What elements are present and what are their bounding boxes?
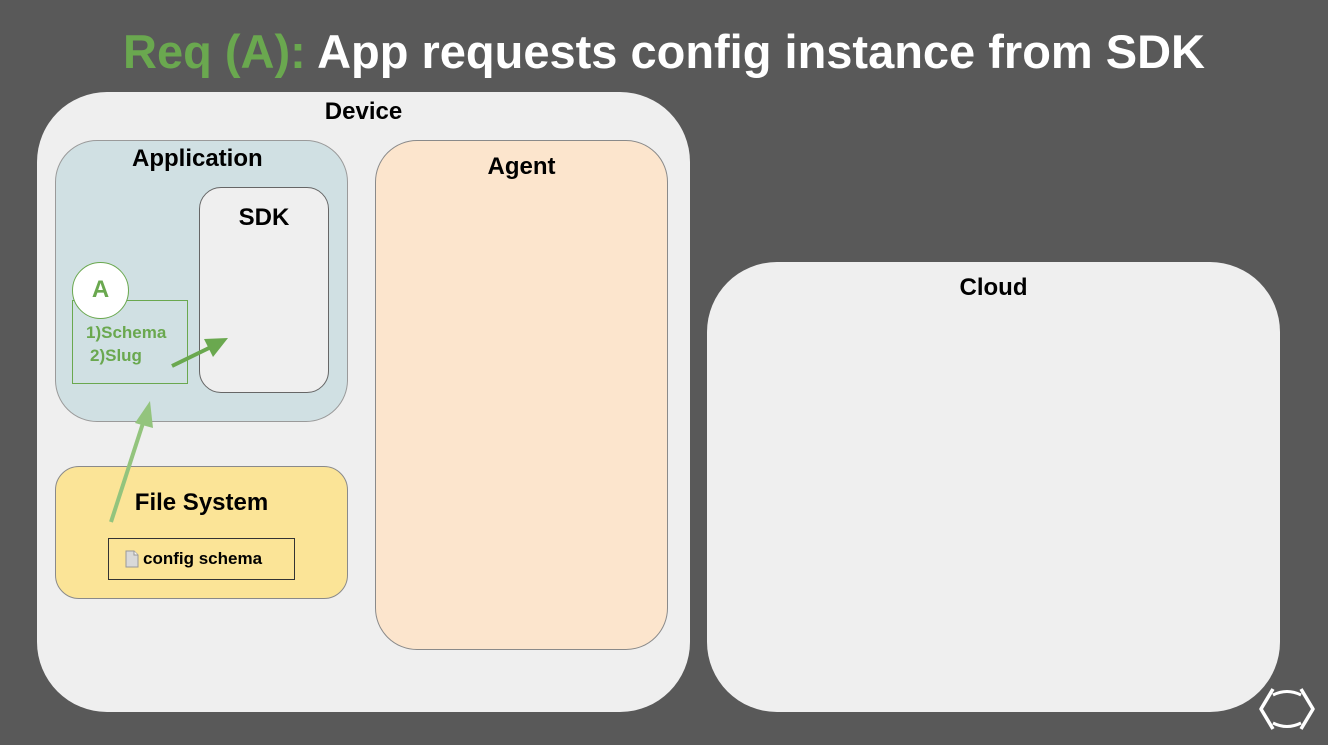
brand-logo-icon bbox=[1259, 688, 1315, 730]
title-text: App requests config instance from SDK bbox=[317, 25, 1205, 78]
file-system-label: File System bbox=[134, 489, 269, 516]
cloud-label: Cloud bbox=[959, 274, 1028, 301]
request-item-slug: 2)Slug bbox=[90, 346, 142, 365]
application-label: Application bbox=[132, 145, 263, 172]
cloud-container: Cloud bbox=[707, 262, 1280, 712]
slide-title: Req (A): App requests config instance fr… bbox=[0, 22, 1328, 82]
title-prefix: Req (A): bbox=[123, 25, 306, 78]
device-label: Device bbox=[324, 98, 403, 125]
sdk-label: SDK bbox=[238, 204, 290, 231]
sdk-container: SDK bbox=[199, 187, 329, 393]
request-marker-circle: A bbox=[72, 262, 129, 319]
agent-label: Agent bbox=[487, 153, 556, 180]
document-icon bbox=[125, 550, 139, 568]
config-schema-label: config schema bbox=[143, 549, 263, 568]
request-box bbox=[72, 300, 188, 384]
agent-container: Agent bbox=[375, 140, 668, 650]
request-item-schema: 1)Schema bbox=[86, 323, 167, 342]
config-schema-file: config schema bbox=[108, 538, 295, 580]
